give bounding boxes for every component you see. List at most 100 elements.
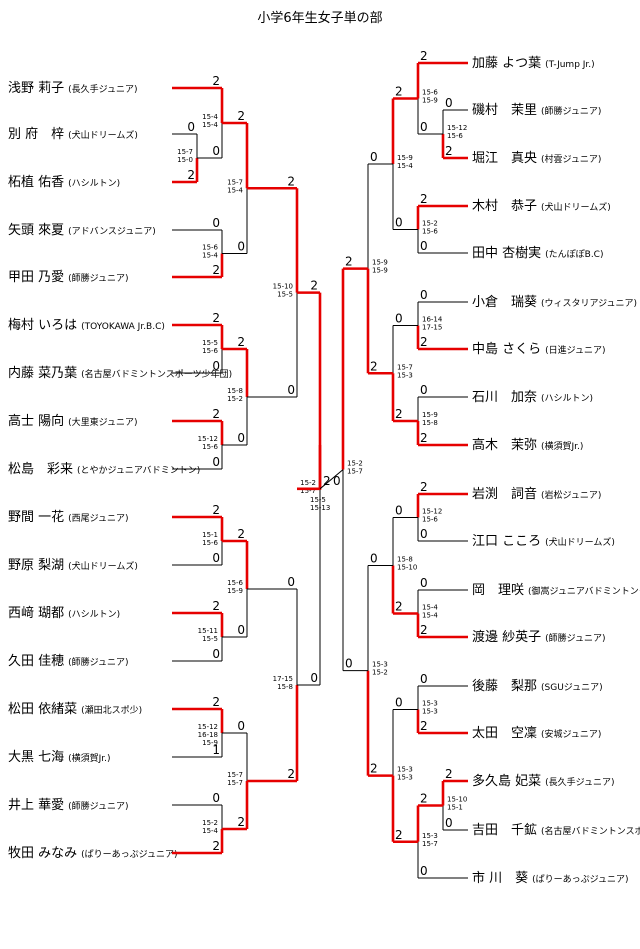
score-bottom: 2: [395, 407, 403, 421]
final-score-right: 0: [333, 474, 341, 488]
player-club: (犬山ドリームズ): [541, 201, 611, 213]
player-name: 石川 加奈: [472, 390, 537, 405]
player-name: 高士 陽向: [8, 413, 64, 429]
set-score: 15-12: [198, 723, 218, 731]
set-score: 15-10: [397, 564, 417, 572]
player-name: 江口 こころ: [472, 534, 541, 549]
score-top: 2: [212, 407, 220, 421]
set-score: 15-6: [422, 228, 438, 236]
set-score: 15-7: [227, 178, 243, 186]
set-score: 15-1: [447, 804, 463, 812]
player-club: (大里東ジュニア): [68, 416, 137, 428]
set-score: 15-2: [372, 669, 388, 677]
score-bottom: 2: [212, 839, 220, 853]
score-top: 0: [287, 575, 295, 589]
score-top: 2: [237, 109, 245, 123]
set-score: 15-3: [397, 774, 413, 782]
score-bottom: 2: [420, 431, 428, 445]
set-score: 15-4: [202, 121, 218, 129]
player-club: (名古屋バドミントンスポーツ少年団): [81, 368, 232, 380]
player-name: 高木 茉弥: [472, 437, 537, 453]
score-bottom: 2: [420, 335, 428, 349]
score-bottom: 2: [212, 263, 220, 277]
set-score: 15-3: [397, 371, 413, 379]
set-score: 15-4: [397, 162, 413, 170]
set-score: 15-4: [202, 252, 218, 260]
player-club: (西尾ジュニア): [68, 513, 128, 524]
score-top: 2: [237, 527, 245, 541]
player-club: (瀬田北スポ少): [81, 704, 142, 716]
score-top: 0: [420, 672, 428, 686]
player-name: 甲田 乃愛: [8, 270, 64, 285]
player-name: 浅野 莉子: [8, 81, 64, 96]
player-club: (T-Jump Jr.): [545, 60, 595, 70]
player-club: (犬山ドリームズ): [545, 536, 615, 548]
player-club: (ハシルトン): [541, 394, 593, 404]
player-name: 岩渕 詞音: [472, 486, 537, 502]
player-name: 多久島 妃菜: [472, 773, 541, 789]
player-name: 松島 彩来: [8, 462, 73, 477]
score-top: 2: [212, 503, 220, 517]
set-score: 15-5: [202, 635, 218, 643]
set-score: 15-12: [447, 124, 467, 132]
player-club: (日進ジュニア): [545, 344, 605, 356]
score-bottom: 0: [212, 144, 220, 158]
set-score: 15-9: [422, 97, 438, 105]
set-score: 16-18: [198, 731, 218, 739]
score-bottom: 0: [212, 647, 220, 661]
final-set-score: 15-5: [310, 496, 326, 504]
score-bottom: 2: [237, 815, 245, 829]
score-bottom: 0: [237, 431, 245, 445]
score-top: 0: [395, 312, 403, 326]
set-score: 15-9: [227, 587, 243, 595]
score-bottom: 2: [287, 767, 295, 781]
set-score: 15-7: [422, 840, 438, 848]
final-score-left: 2: [323, 474, 331, 488]
score-bottom: 0: [287, 383, 295, 397]
score-top: 2: [395, 85, 403, 99]
set-score: 15-6: [202, 443, 218, 451]
set-score: 15-9: [202, 739, 218, 747]
score-top: 2: [212, 599, 220, 613]
score-bottom: 0: [212, 359, 220, 373]
score-bottom: 2: [395, 828, 403, 842]
player-club: (安城ジュニア): [541, 728, 601, 740]
player-club: (横須賀Jr.): [541, 440, 583, 452]
player-club: (犬山ドリームズ): [68, 129, 138, 141]
player-name: 柘植 佑香: [8, 175, 64, 190]
score-top: 0: [212, 216, 220, 230]
score-top: 2: [445, 767, 453, 781]
player-club: (ウィスタリアジュニア): [541, 298, 637, 309]
set-score: 15-2: [202, 819, 218, 827]
score-top: 2: [212, 74, 220, 88]
score-bottom: 2: [420, 623, 428, 637]
player-name: 田中 杏樹実: [472, 245, 541, 261]
player-club: (アドバンスジュニア): [68, 226, 156, 237]
set-score: 15-4: [422, 604, 438, 612]
score-top: 0: [237, 719, 245, 733]
score-bottom: 0: [212, 551, 220, 565]
set-score: 15-6: [202, 347, 218, 355]
page-title: 小学6年生女子単の部: [257, 10, 382, 26]
final-right: [319, 469, 344, 490]
score-top: 2: [310, 279, 318, 293]
player-club: (師勝ジュニア): [545, 632, 605, 644]
player-name: 吉田 千鉱: [472, 822, 537, 838]
score-top: 0: [420, 383, 428, 397]
player-name: 中島 さくら: [472, 342, 541, 357]
player-name: 堀江 真央: [472, 151, 537, 166]
player-club: (ぱりーあっぷジュニア): [81, 849, 177, 860]
player-name: 野原 梨湖: [8, 558, 64, 573]
player-club: (長久手ジュニア): [545, 776, 614, 788]
player-name: 大黒 七海: [8, 750, 64, 765]
score-bottom: 0: [420, 120, 428, 134]
set-score: 15-3: [422, 832, 438, 840]
set-score: 16-14: [422, 316, 443, 324]
set-score: 15-9: [422, 411, 438, 419]
player-name: 小倉 瑞葵: [472, 295, 537, 310]
score-bottom: 2: [187, 168, 195, 182]
score-bottom: 0: [212, 455, 220, 469]
score-top: 0: [395, 504, 403, 518]
set-score: 15-4: [422, 612, 438, 620]
score-top: 0: [187, 120, 195, 134]
